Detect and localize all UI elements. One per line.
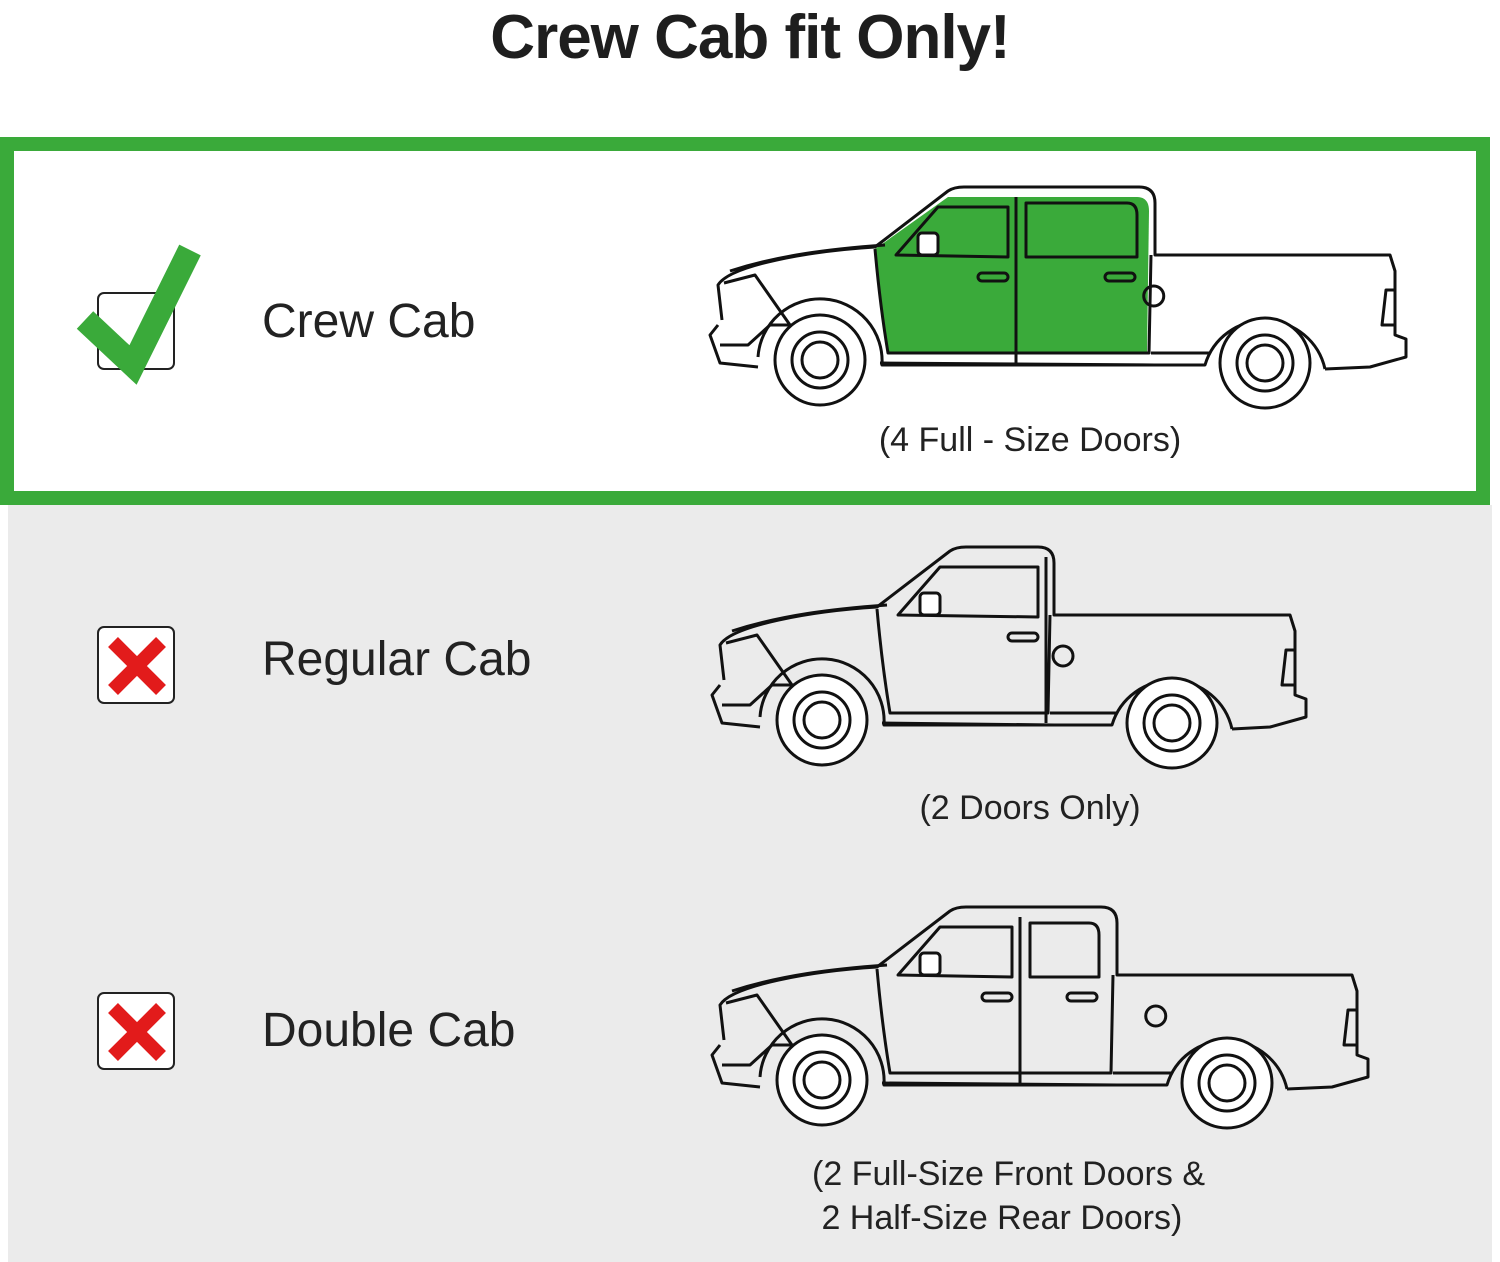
wheel-tire [1125,676,1219,770]
option-caption-regular-cab: (2 Doors Only) [830,786,1230,830]
tail-light [1342,1008,1357,1047]
caption-line: (2 Full-Size Front Doors & [812,1155,1205,1193]
wheel-rim [792,1050,852,1110]
fuel-cap [1144,1004,1168,1028]
option-label-regular-cab: Regular Cab [262,633,532,686]
door-handle [1065,991,1099,1003]
wheel-hub [1152,703,1192,743]
crew-cab-truck-illustration [708,185,1408,410]
rear-window [1024,201,1139,259]
caption-line: (4 Full - Size Doors) [878,421,1182,459]
wheel-tire [1180,1036,1274,1130]
x-icon [108,1003,166,1061]
door-handle [976,271,1010,283]
door-handle [1103,271,1137,283]
tail-light [1280,648,1295,687]
option-caption-double-cab: (2 Full-Size Front Doors & 2 Half-Size R… [790,1152,1292,1240]
door-handle [980,991,1014,1003]
wheel-hub [802,1060,842,1100]
hood-line [731,963,888,993]
wheel-tire [773,313,867,407]
regular-cab-truck-illustration [710,545,1308,770]
wheel-tire [775,673,869,767]
caption-line: (2 Doors Only) [919,789,1141,827]
side-mirror [918,951,942,977]
wheel-rim [790,330,850,390]
fuel-cap [1051,644,1075,668]
wheel-rim [792,690,852,750]
wheel-rim [1197,1053,1257,1113]
fuel-cap [1142,284,1166,308]
x-icon [108,637,166,695]
hood-line [729,243,886,273]
check-icon [76,244,201,385]
hood-line [731,603,888,633]
wheel-tire [1218,316,1312,410]
side-mirror [918,591,942,617]
crew-cab-highlight-frame [0,137,1490,505]
gray-panel [8,505,1492,1262]
wheel-rim [1235,333,1295,393]
side-mirror [916,231,940,257]
wheel-hub [1207,1063,1247,1103]
rear-window [1028,921,1101,979]
rocker-lines [873,248,1210,367]
front-window [894,205,1010,259]
caption-line: 2 Half-Size Rear Doors) [812,1199,1183,1237]
wheel-tire [775,1033,869,1127]
tail-light [1380,288,1395,327]
page-title: Crew Cab fit Only! [490,3,1010,72]
option-label-double-cab: Double Cab [262,1004,516,1057]
wheel-hub [802,700,842,740]
wheel-hub [800,340,840,380]
rocker-lines [875,968,1172,1087]
option-label-crew-cab: Crew Cab [262,295,476,348]
door-highlight [875,197,1149,353]
wheel-rim [1142,693,1202,753]
double-cab-truck-illustration [710,905,1370,1130]
option-caption-crew-cab: (4 Full - Size Doors) [830,418,1230,462]
wheel-hub [1245,343,1285,383]
front-window [896,925,1014,979]
front-window [896,565,1040,619]
rocker-lines [875,608,1117,727]
door-handle [1006,631,1040,643]
